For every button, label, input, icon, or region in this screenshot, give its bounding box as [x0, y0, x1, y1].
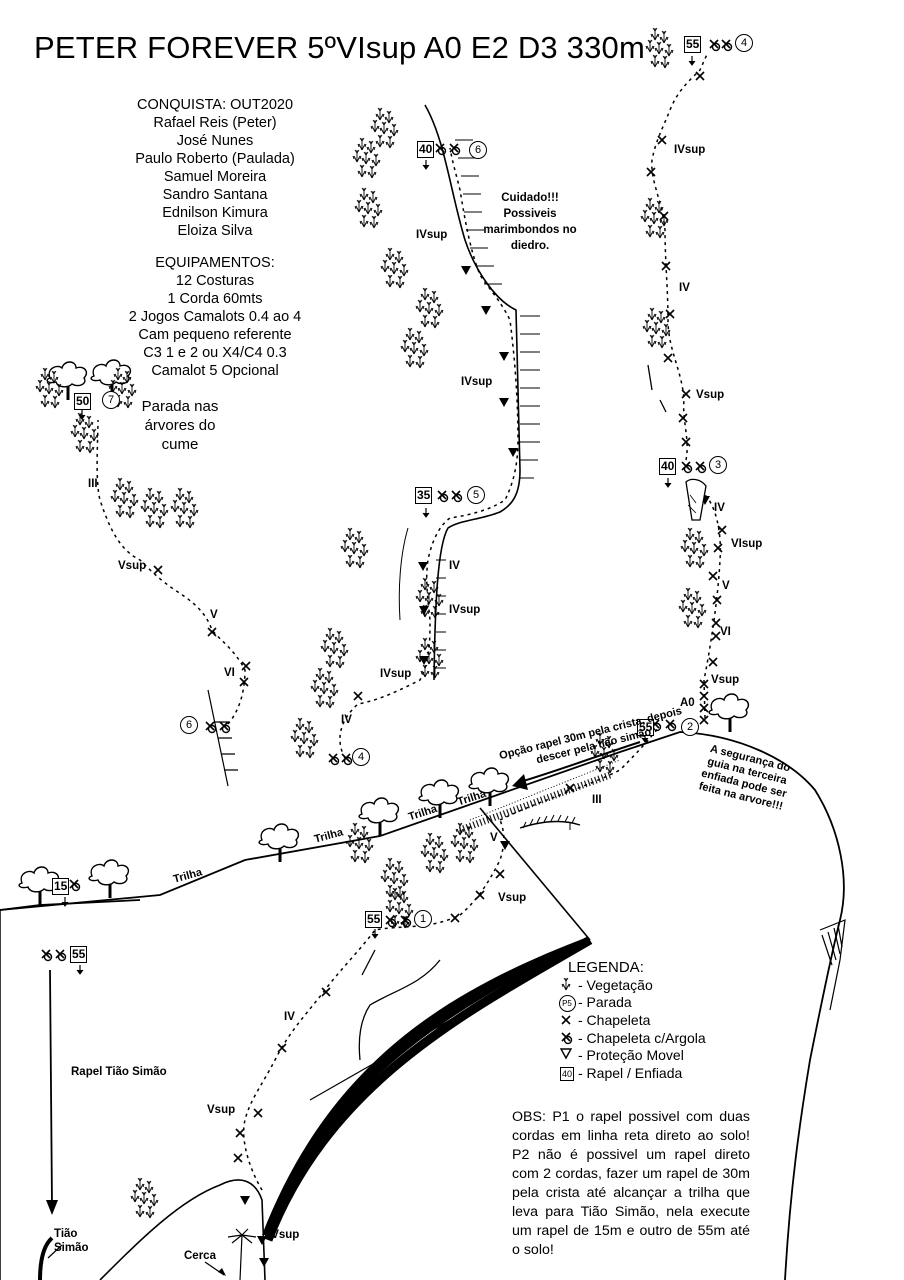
belay-station-7: 7	[102, 391, 120, 409]
rappel-box: 55	[70, 946, 88, 963]
conquista-date: CONQUISTA: OUT2020	[136, 97, 294, 113]
rappel-tiao-simao-label: Rapel Tião Simão	[71, 1066, 167, 1078]
legend-title: LEGENDA:	[568, 959, 644, 976]
equipment-item: Cam pequeno referente	[138, 327, 292, 343]
equipment-item: Camalot 5 Opcional	[151, 363, 279, 379]
grade-label: Vsup	[711, 674, 740, 686]
grade-label: IVsup	[449, 604, 481, 616]
grade-label: VIsup	[731, 538, 763, 550]
tiao-simao-label: Tião Simão	[54, 1228, 89, 1254]
grade-label: IV	[679, 282, 690, 294]
grade-label: IV	[714, 502, 725, 514]
grade-label: IVsup	[416, 229, 448, 241]
climber-name: Ednilson Kimura	[162, 205, 268, 221]
belay-station-6: 6	[469, 141, 487, 159]
belay-station-icon: P5	[556, 994, 578, 1012]
grade-label: IV	[449, 560, 460, 572]
grade-label: III	[88, 478, 98, 490]
equipment-title: EQUIPAMENTOS:	[155, 255, 275, 271]
summit-note: Parada nas árvores do cume	[141, 398, 219, 453]
grade-label: VI	[224, 667, 235, 679]
legend-label: - Chapeleta	[578, 1012, 651, 1028]
rappel-box: 55	[684, 36, 702, 53]
wasp-warning: Cuidado!!! Possiveis marimbondos no died…	[483, 192, 577, 252]
grade-label: IVsup	[380, 668, 412, 680]
rappel-box: 55	[637, 719, 655, 736]
rappel-box: 55	[365, 911, 383, 928]
grade-label: VI	[720, 626, 731, 638]
grade-label: IVsup	[674, 144, 706, 156]
rappel-box: 35	[415, 487, 433, 504]
grade-label: Vsup	[207, 1104, 236, 1116]
legend-rap-box: 40	[559, 1066, 574, 1081]
legend-label: - Parada	[578, 994, 632, 1011]
legend-label: - Chapeleta c/Argola	[578, 1029, 706, 1046]
climber-name: Eloiza Silva	[177, 223, 253, 239]
belay-station-4: 4	[735, 34, 753, 52]
legend: LEGENDA: - Vegetação P5- Parada - Chapel…	[556, 959, 706, 1082]
climber-name: Sandro Santana	[162, 187, 268, 203]
belay-station-4: 4	[352, 748, 370, 766]
climber-name: Rafael Reis (Peter)	[153, 115, 277, 131]
grade-label: Vsup	[498, 892, 527, 904]
fence-label: Cerca	[184, 1250, 216, 1262]
grade-label: V	[722, 580, 730, 592]
equipment-item: 1 Corda 60mts	[167, 291, 263, 307]
grade-label: V	[210, 609, 218, 621]
rappel-box: 15	[52, 878, 70, 895]
rappel-icon: 40	[556, 1065, 578, 1083]
grade-label: IV	[341, 714, 352, 726]
legend-p5: P5	[558, 995, 576, 1012]
rappel-box: 50	[74, 393, 92, 410]
grade-label: IVsup	[268, 1229, 300, 1241]
grade-label: V	[490, 832, 498, 844]
grade-label: IVsup	[461, 376, 493, 388]
belay-station-2: 2	[681, 718, 699, 736]
grade-label: Vsup	[696, 389, 725, 401]
rappel-box: 40	[417, 141, 435, 158]
climber-name: José Nunes	[176, 133, 254, 149]
belay-station-1: 1	[414, 910, 432, 928]
route-title: PETER FOREVER 5ºVIsup A0 E2 D3 330m	[34, 30, 646, 65]
climber-name: Paulo Roberto (Paulada)	[135, 151, 295, 167]
belay-station-3: 3	[709, 456, 727, 474]
legend-label: - Rapel / Enfiada	[578, 1064, 683, 1081]
equipment-item: 2 Jogos Camalots 0.4 ao 4	[128, 309, 302, 325]
climber-name: Samuel Moreira	[163, 169, 267, 185]
belay-station-5: 5	[467, 486, 485, 504]
rappel-box: 40	[659, 458, 677, 475]
equipment-item: C3 1 e 2 ou X4/C4 0.3	[143, 345, 287, 361]
grade-label: III	[592, 794, 602, 806]
equipment-item: 12 Costuras	[175, 273, 255, 289]
credits-block: CONQUISTA: OUT2020 Rafael Reis (Peter) J…	[100, 96, 330, 380]
legend-label: - Vegetação	[578, 976, 653, 993]
legend-label: - Proteção Movel	[578, 1047, 684, 1063]
belay-station-6: 6	[180, 716, 198, 734]
observation-note: OBS: P1 o rapel possivel com duas cordas…	[512, 1109, 750, 1258]
grade-label: IV	[284, 1011, 295, 1023]
grade-label: A0	[680, 697, 695, 709]
grade-label: Vsup	[118, 560, 147, 572]
